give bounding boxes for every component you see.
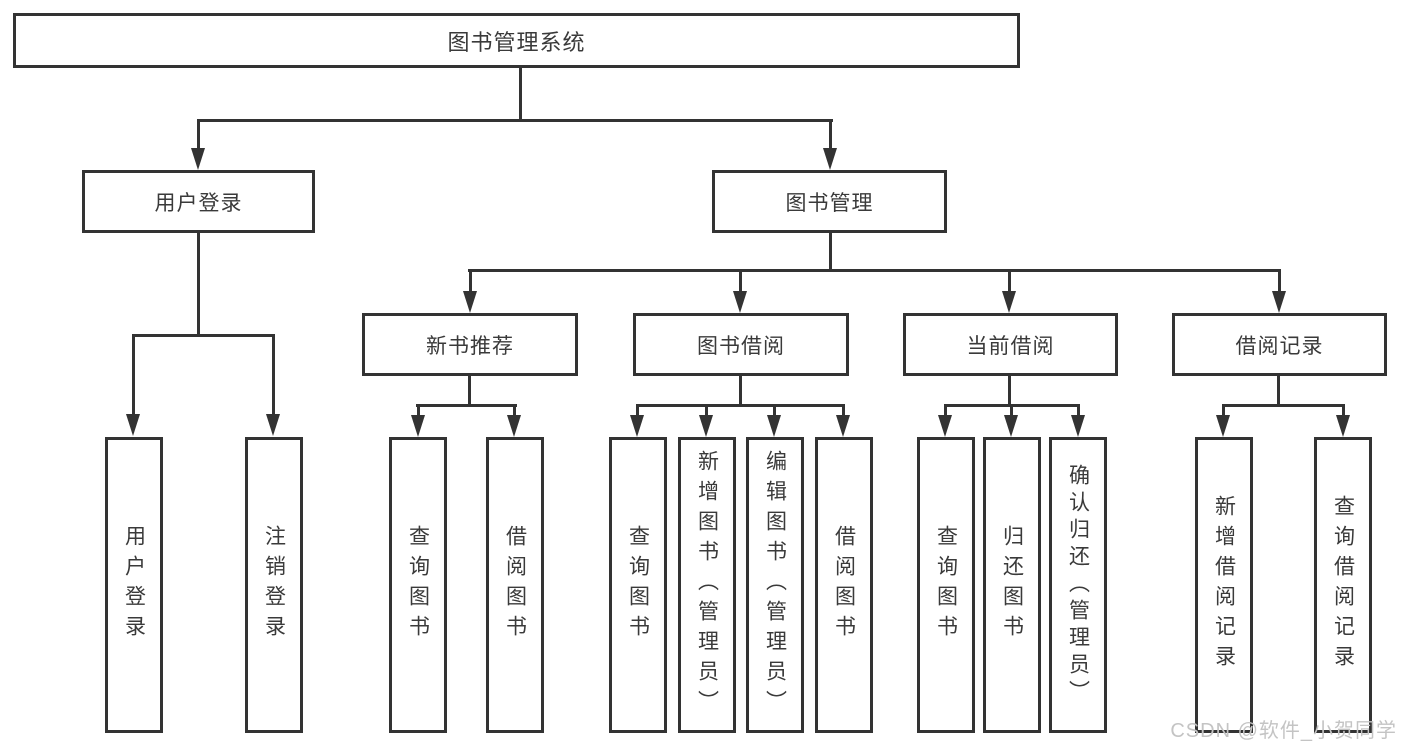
node-borrowing-records: 借阅记录 [1172,313,1387,376]
connector-stem [468,376,471,407]
arrow-down-icon [1071,415,1085,437]
connector-stem [1277,376,1280,407]
node-book-borrowing: 图书借阅 [633,313,849,376]
connector-stem [1342,404,1345,416]
arrow-down-icon [630,415,644,437]
arrow-down-icon [1002,291,1016,313]
arrow-down-icon [1272,291,1286,313]
connector-branch [416,404,517,407]
node-label: 确认归还（管理员） [1066,463,1090,707]
connector-stem [1008,376,1011,407]
connector-stem [272,334,275,415]
leaf-borrow-books-borrowing: 借阅图书 [815,437,873,733]
node-label: 图书借阅 [697,334,785,358]
connector-stem [773,404,776,416]
connector-stem [829,233,832,272]
csdn-watermark: CSDN @软件_小贺同学 [1170,720,1397,742]
leaf-confirm-return-admin: 确认归还（管理员） [1049,437,1107,733]
node-label: 借阅图书 [503,525,527,645]
node-label: 查询图书 [406,525,430,645]
node-label: 用户登录 [122,525,146,645]
arrow-down-icon [266,414,280,436]
connector-stem [1278,269,1281,293]
arrow-down-icon [1336,415,1350,437]
node-label: 借阅记录 [1235,334,1324,358]
arrow-down-icon [126,414,140,436]
node-label: 图书管理 [785,191,874,215]
node-label: 注销登录 [262,525,286,645]
connector-root-branch [197,119,833,122]
node-label: 当前借阅 [966,334,1055,358]
leaf-query-books-borrowing: 查询图书 [609,437,667,733]
leaf-user-login: 用户登录 [105,437,163,733]
arrow-down-icon [507,415,521,437]
connector-stem [197,233,200,336]
connector-stem [1008,269,1011,293]
node-label: 查询借阅记录 [1331,495,1355,675]
leaf-query-borrow-record: 查询借阅记录 [1314,437,1372,733]
connector-stem [132,334,135,415]
connector-stem [636,404,639,416]
connector-branch [132,334,275,337]
node-label: 归还图书 [1000,525,1024,645]
arrow-down-icon [1004,415,1018,437]
arrow-down-icon [411,415,425,437]
connector-stem [1010,404,1013,416]
node-label: 新书推荐 [426,334,514,358]
node-label: 借阅图书 [832,525,856,645]
node-label: 新增图书（管理员） [695,450,719,720]
node-library-management-system: 图书管理系统 [13,13,1020,68]
node-new-book-recommendation: 新书推荐 [362,313,578,376]
node-user-login: 用户登录 [82,170,315,233]
arrow-down-icon [767,415,781,437]
connector-stem [513,404,516,416]
arrow-down-icon [1216,415,1230,437]
connector-stem [829,119,832,149]
node-label: 查询图书 [626,525,650,645]
arrow-down-icon [733,291,747,313]
connector-stem [417,404,420,416]
connector-branch [468,269,1281,272]
connector-stem [842,404,845,416]
arrow-down-icon [191,148,205,170]
arrow-down-icon [938,415,952,437]
connector-root-stem [519,68,522,121]
connector-stem [739,269,742,293]
connector-branch [636,404,845,407]
node-current-borrowing: 当前借阅 [903,313,1118,376]
connector-stem [705,404,708,416]
connector-branch [1222,404,1345,407]
arrow-down-icon [836,415,850,437]
leaf-add-borrow-record: 新增借阅记录 [1195,437,1253,733]
node-label: 用户登录 [154,191,243,215]
connector-stem [197,119,200,149]
node-label: 图书管理系统 [447,29,586,55]
leaf-borrow-books-recommend: 借阅图书 [486,437,544,733]
leaf-query-books-current: 查询图书 [917,437,975,733]
leaf-logout: 注销登录 [245,437,303,733]
leaf-edit-books-admin: 编辑图书（管理员） [746,437,804,733]
arrow-down-icon [699,415,713,437]
node-book-management: 图书管理 [712,170,947,233]
connector-stem [469,269,472,293]
leaf-add-books-admin: 新增图书（管理员） [678,437,736,733]
node-label: 编辑图书（管理员） [763,450,787,720]
connector-stem [739,376,742,407]
node-label: 新增借阅记录 [1212,495,1236,675]
leaf-return-books: 归还图书 [983,437,1041,733]
node-label: 查询图书 [934,525,958,645]
connector-stem [1077,404,1080,416]
leaf-query-books-recommend: 查询图书 [389,437,447,733]
connector-stem [944,404,947,416]
connector-stem [1222,404,1225,416]
arrow-down-icon [823,148,837,170]
arrow-down-icon [463,291,477,313]
